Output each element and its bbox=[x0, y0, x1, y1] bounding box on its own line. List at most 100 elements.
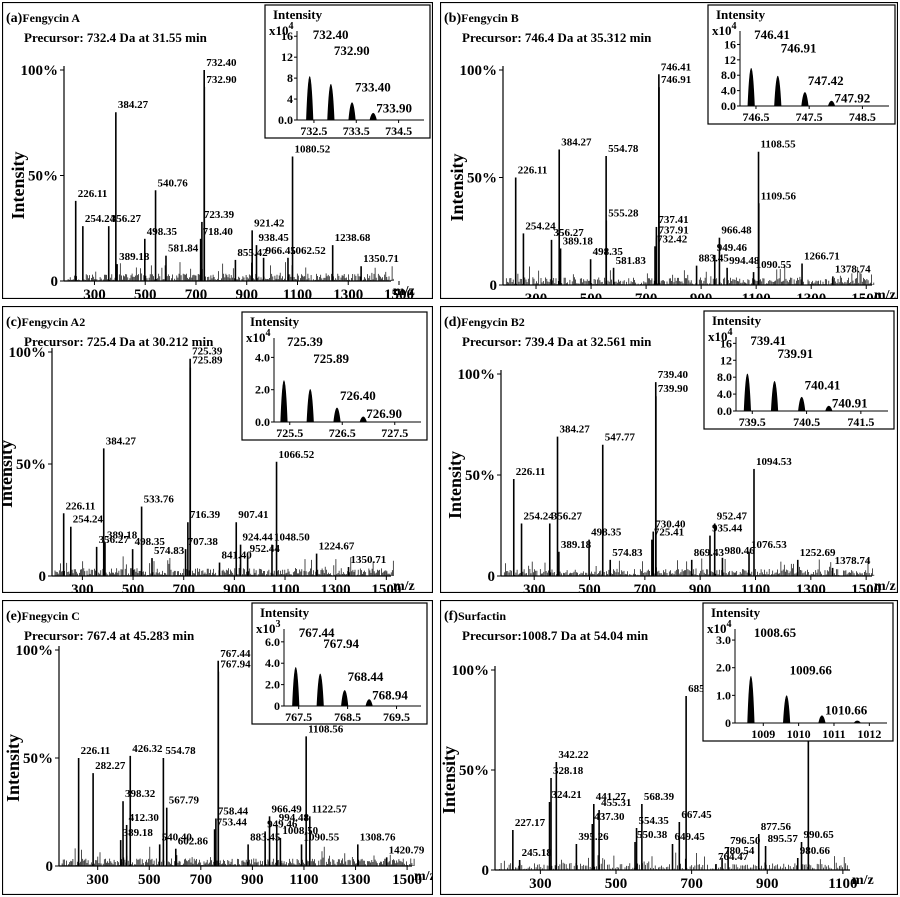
peak-label: 746.91 bbox=[661, 74, 691, 86]
x-tick-label: 1300 bbox=[341, 872, 371, 888]
inset-peak bbox=[316, 673, 324, 707]
peak-label: 764.47 bbox=[718, 851, 749, 863]
peak-label: 389.18 bbox=[563, 235, 594, 247]
x-tick-label: 1500 bbox=[851, 582, 881, 593]
x-tick-label: 1300 bbox=[333, 287, 363, 299]
peak-label: 356.27 bbox=[552, 510, 583, 522]
y-tick-label: 50% bbox=[16, 457, 46, 473]
inset-title: Intensity bbox=[711, 605, 761, 620]
y-tick-label: 0 bbox=[46, 859, 54, 875]
peak-label: 1080.52 bbox=[295, 144, 331, 156]
inset-x-tick-label: 741.5 bbox=[847, 415, 874, 429]
panel-label: (b) bbox=[444, 11, 461, 26]
compound-name: Fnegycin C bbox=[22, 609, 80, 623]
inset-peak bbox=[341, 690, 349, 707]
x-tick-label: 900 bbox=[235, 287, 258, 299]
peak-label: 966.48 bbox=[721, 225, 752, 237]
inset-peak-label: 746.41 bbox=[754, 27, 790, 42]
x-tick-label: 1100 bbox=[283, 287, 312, 299]
peak-label: 1094.53 bbox=[756, 456, 792, 468]
inset-peak bbox=[348, 102, 356, 121]
inset-scale: x104 bbox=[269, 21, 294, 38]
inset-y-tick-label: 16 bbox=[720, 336, 732, 350]
compound-name: Fengycin B bbox=[461, 11, 519, 25]
peak-label: 952.47 bbox=[717, 510, 748, 522]
peak-label: 725.41 bbox=[654, 527, 684, 539]
x-axis-label: m/z bbox=[874, 579, 896, 593]
x-tick-label: 1500 bbox=[392, 872, 422, 888]
inset-peak-label: 732.90 bbox=[334, 43, 370, 58]
y-axis-label: Intensity bbox=[3, 734, 23, 802]
x-tick-label: 500 bbox=[134, 287, 157, 299]
peak-label: 1266.71 bbox=[804, 251, 840, 263]
inset-peak-label: 747.92 bbox=[835, 90, 871, 105]
peak-label: 547.77 bbox=[605, 432, 636, 444]
peak-label: 437.30 bbox=[594, 811, 625, 823]
peak-label: 356.27 bbox=[111, 213, 142, 225]
peak-label: 554.78 bbox=[165, 745, 196, 757]
inset-title: Intensity bbox=[712, 313, 762, 328]
inset-y-tick-label: 1.0 bbox=[716, 688, 731, 702]
compound-name: Fengycin B2 bbox=[461, 315, 525, 329]
peak-label: 498.35 bbox=[593, 246, 624, 258]
peak-label: 949.46 bbox=[717, 242, 748, 254]
inset-peak bbox=[306, 389, 314, 423]
x-tick-label: 1100 bbox=[742, 291, 771, 299]
inset-x-tick-label: 739.5 bbox=[739, 415, 766, 429]
x-tick-label: 300 bbox=[529, 876, 552, 892]
x-tick-label: 300 bbox=[83, 287, 106, 299]
y-tick-label: 0 bbox=[482, 863, 490, 879]
peak-label: 718.40 bbox=[203, 226, 234, 238]
peak-label: 455.31 bbox=[601, 797, 631, 809]
inset-x-tick-label: 1011 bbox=[822, 727, 845, 741]
peak-label: 723.39 bbox=[204, 209, 235, 221]
inset-y-tick-label: 2.0 bbox=[716, 661, 731, 675]
inset-peak-label: 768.94 bbox=[372, 687, 408, 702]
panel-title: (e)Fnegycin C bbox=[6, 609, 80, 624]
peak-label: 412.30 bbox=[129, 812, 160, 824]
x-tick-label: 1100 bbox=[828, 876, 857, 892]
y-axis-label: Intensity bbox=[447, 153, 467, 221]
x-tick-label: 900 bbox=[689, 582, 712, 593]
peak-label: 966.49 bbox=[272, 803, 303, 815]
peak-label: 384.27 bbox=[560, 424, 591, 436]
peak-label: 226.11 bbox=[516, 466, 546, 478]
x-tick-label: 700 bbox=[172, 582, 195, 593]
inset-border bbox=[264, 4, 431, 139]
inset-x-tick-label: 748.5 bbox=[849, 110, 876, 124]
inset-y-tick-label: 0.0 bbox=[721, 99, 736, 113]
peak-label: 574.83 bbox=[612, 547, 643, 559]
inset-x-tick-label: 746.5 bbox=[742, 110, 769, 124]
peak-label: 441.27 bbox=[596, 791, 627, 803]
precursor-info: Precursor: 767.4 at 45.283 min bbox=[24, 628, 195, 643]
x-tick-label: 300 bbox=[71, 582, 94, 593]
precursor-info: Precursor: 725.4 Da at 30.212 min bbox=[24, 334, 214, 349]
inset-scale-exponent: 4 bbox=[289, 21, 294, 32]
y-tick-label: 50% bbox=[467, 171, 497, 187]
inset-y-tick-label: 4.0 bbox=[255, 350, 270, 364]
y-tick-label: 0 bbox=[39, 569, 47, 585]
x-tick-label: 1100 bbox=[270, 582, 299, 593]
inset-peak-label: 1009.66 bbox=[790, 662, 833, 677]
peak-label: 895.57 bbox=[768, 833, 799, 845]
peak-label: 732.40 bbox=[206, 57, 237, 69]
peak-label: 730.40 bbox=[655, 519, 686, 531]
peak-label: 533.76 bbox=[144, 494, 175, 506]
inset-peak bbox=[827, 100, 836, 107]
inset-y-tick-label: 12 bbox=[720, 353, 732, 367]
panel-title: (f)Surfactin bbox=[444, 609, 506, 624]
x-axis-label: m/z bbox=[393, 284, 415, 299]
inset-peak bbox=[853, 720, 862, 724]
inset-x-tick-label: 768.5 bbox=[334, 710, 361, 724]
x-axis-label: m/z bbox=[874, 288, 896, 299]
peak-label: 1350.71 bbox=[363, 253, 399, 265]
inset-peak bbox=[327, 84, 335, 121]
compound-name: Surfactin bbox=[458, 609, 506, 623]
peak-label: 746.41 bbox=[661, 61, 691, 73]
x-axis-label: m/z bbox=[852, 873, 874, 888]
inset-peak-label: 740.91 bbox=[832, 395, 868, 410]
